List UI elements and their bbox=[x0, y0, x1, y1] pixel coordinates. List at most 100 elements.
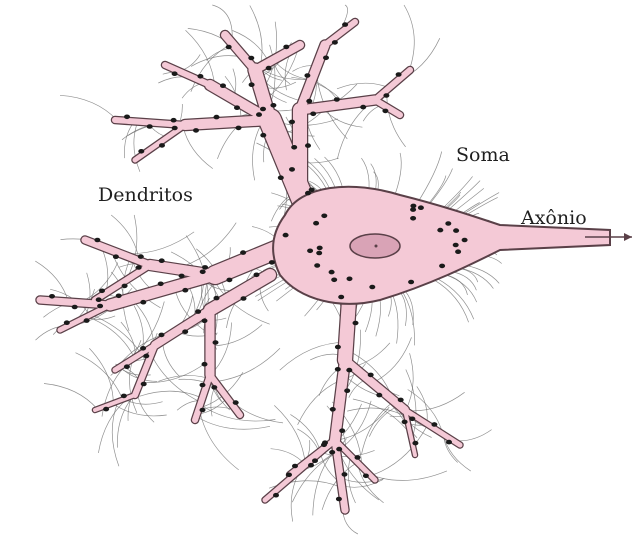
label-axonio: Axônio bbox=[521, 207, 587, 229]
synapse-dot bbox=[336, 447, 342, 452]
synapse-dot bbox=[234, 105, 240, 110]
soma-fiber bbox=[401, 289, 415, 346]
synapse-dot bbox=[310, 112, 316, 117]
afferent-fiber bbox=[290, 414, 320, 452]
afferent-fiber bbox=[85, 273, 90, 318]
synapse-dot bbox=[305, 191, 311, 196]
synapse-dot bbox=[172, 126, 178, 131]
soma-synapse-dot bbox=[418, 205, 424, 210]
afferent-fiber bbox=[369, 405, 399, 436]
afferent-fiber bbox=[274, 405, 305, 465]
synapse-dot bbox=[382, 109, 388, 114]
synapse-dot bbox=[412, 441, 418, 446]
afferent-fiber bbox=[362, 401, 395, 454]
synapse-dot bbox=[211, 385, 217, 390]
synapse-dot bbox=[248, 56, 254, 61]
synapse-dot bbox=[64, 320, 70, 325]
soma-outline bbox=[273, 187, 610, 304]
synapse-dot bbox=[286, 473, 292, 478]
synapse-dot bbox=[193, 128, 199, 133]
synapse-dot bbox=[334, 97, 340, 102]
synapse-dot bbox=[220, 83, 226, 88]
synapse-dot bbox=[103, 407, 109, 412]
synapse-dot bbox=[96, 297, 102, 302]
afferent-fiber bbox=[139, 391, 202, 398]
synapse-dot bbox=[368, 373, 374, 378]
synapse-dot bbox=[305, 143, 311, 148]
nucleolus bbox=[375, 245, 378, 248]
synapse-dot bbox=[269, 260, 275, 265]
soma-synapse-dot bbox=[437, 228, 443, 233]
synapse-dot bbox=[363, 474, 369, 479]
synapse-dot bbox=[171, 118, 177, 123]
synapse-dot bbox=[94, 238, 100, 243]
synapse-dot bbox=[344, 388, 350, 393]
synapse-dot bbox=[353, 321, 359, 326]
synapse-dot bbox=[124, 115, 130, 120]
afferent-fiber bbox=[405, 353, 413, 411]
synapse-dot bbox=[226, 45, 232, 50]
soma-synapse-dot bbox=[316, 251, 322, 256]
synapse-dot bbox=[200, 383, 206, 388]
synapse-dot bbox=[402, 420, 408, 425]
afferent-fiber bbox=[199, 408, 239, 470]
synapse-dot bbox=[182, 288, 188, 293]
synapse-dot bbox=[260, 133, 266, 138]
soma-synapse-dot bbox=[313, 221, 319, 226]
synapse-dot bbox=[236, 126, 242, 131]
synapse-dot bbox=[84, 318, 90, 323]
synapse-dot bbox=[355, 455, 361, 460]
synapse-dot bbox=[200, 408, 206, 413]
soma-fiber bbox=[437, 278, 474, 319]
synapse-dot bbox=[260, 107, 266, 112]
dendrite-branch-14 bbox=[375, 100, 400, 115]
synapse-dot bbox=[197, 74, 203, 79]
afferent-fiber bbox=[44, 384, 98, 410]
synapse-dot bbox=[338, 295, 344, 300]
synapse-dot bbox=[159, 258, 165, 263]
soma-synapse-dot bbox=[314, 263, 320, 268]
dendrite-branch-11 bbox=[325, 22, 355, 45]
synapse-dot bbox=[283, 45, 289, 50]
dendrite-branch-31 bbox=[335, 360, 345, 440]
soma-synapse-dot bbox=[439, 264, 445, 269]
synapse-dot bbox=[342, 472, 348, 477]
synapse-dot bbox=[141, 382, 147, 387]
soma-synapse-dot bbox=[317, 246, 323, 251]
soma-fiber bbox=[417, 152, 442, 205]
soma-fiber bbox=[444, 274, 476, 302]
synapse-dot bbox=[323, 56, 329, 61]
synapse-dot bbox=[329, 450, 335, 455]
synapse-dot bbox=[172, 71, 178, 76]
synapse-dot bbox=[99, 289, 105, 294]
afferent-fiber bbox=[370, 471, 447, 481]
afferent-fiber bbox=[373, 337, 412, 383]
synapse-dot bbox=[240, 250, 246, 255]
soma-synapse-dot bbox=[408, 280, 414, 285]
synapse-dot bbox=[321, 443, 327, 448]
synapse-dot bbox=[214, 115, 220, 120]
synapse-dot bbox=[249, 82, 255, 87]
synapse-dot bbox=[304, 73, 310, 78]
synapse-dot bbox=[158, 282, 164, 287]
synapse-dot bbox=[202, 362, 208, 367]
afferent-fiber bbox=[371, 426, 427, 475]
synapse-dot bbox=[116, 294, 122, 299]
synapse-dot bbox=[306, 99, 312, 104]
afferent-fiber bbox=[387, 90, 406, 147]
dendrite-branch-26 bbox=[155, 310, 210, 345]
synapse-dot bbox=[396, 72, 402, 77]
synapse-dot bbox=[72, 305, 78, 310]
soma-synapse-dot bbox=[307, 249, 313, 254]
synapse-dot bbox=[122, 284, 128, 289]
synapse-dot bbox=[202, 319, 208, 324]
synapse-dot bbox=[136, 265, 142, 270]
dendrite-branch-35 bbox=[345, 360, 405, 410]
synapse-dot bbox=[140, 300, 146, 305]
axon-arrow-head bbox=[624, 233, 632, 241]
synapse-dot bbox=[308, 463, 314, 468]
synapse-dot bbox=[278, 175, 284, 180]
dendrite-branch-25 bbox=[210, 375, 240, 415]
afferent-fiber bbox=[124, 121, 134, 158]
